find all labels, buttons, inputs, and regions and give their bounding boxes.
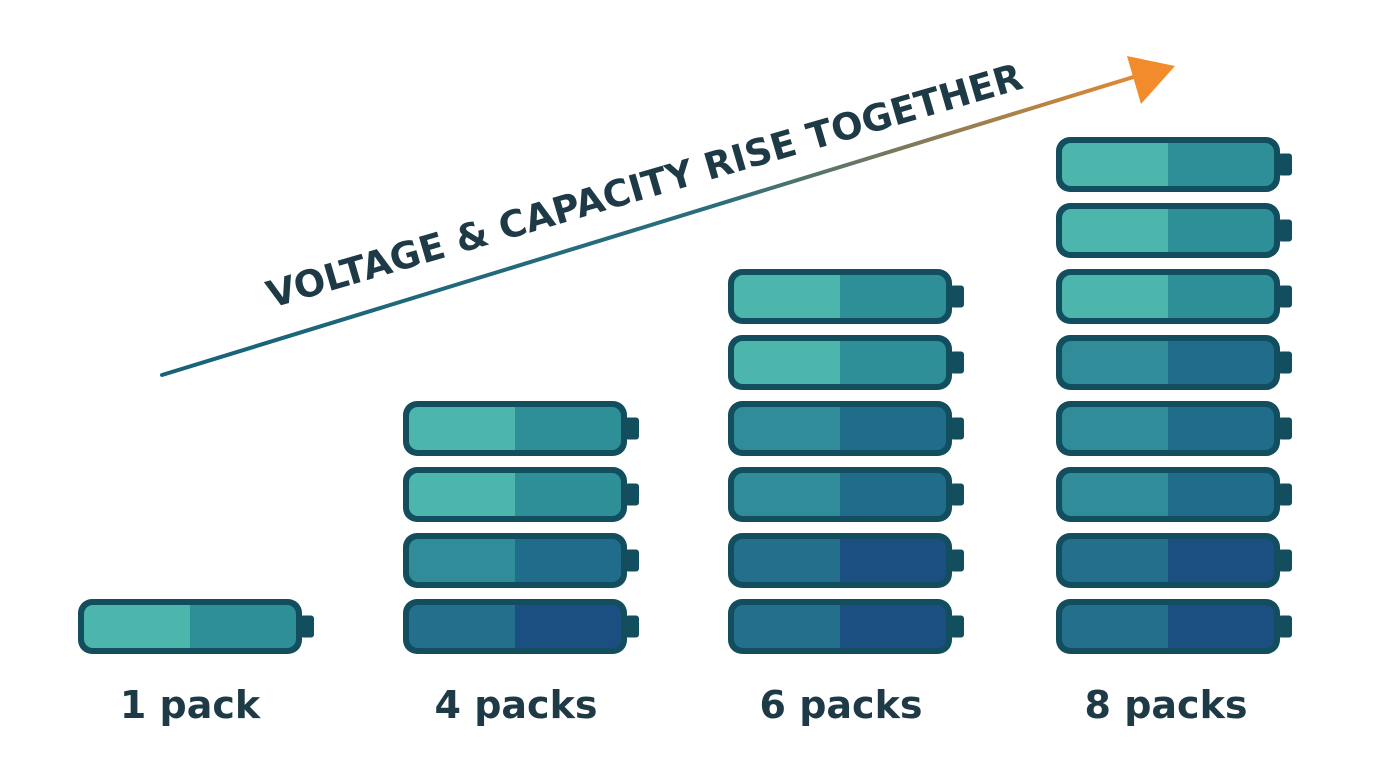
battery-cell-left bbox=[734, 605, 840, 648]
battery-stacks: 1 pack 4 packs 6 packs 8 packs bbox=[78, 137, 1292, 727]
battery-cell-left bbox=[409, 605, 515, 648]
battery-terminal-icon bbox=[950, 417, 964, 440]
battery-cell-right bbox=[1168, 539, 1274, 582]
battery-terminal-icon bbox=[1278, 219, 1292, 242]
battery-pack bbox=[728, 335, 964, 390]
battery-cell-left bbox=[1062, 407, 1168, 450]
battery-cell-left bbox=[84, 605, 190, 648]
battery-cell-left bbox=[409, 407, 515, 450]
battery-pack bbox=[78, 599, 314, 654]
battery-cell-left bbox=[1062, 539, 1168, 582]
battery-cell-right bbox=[840, 539, 946, 582]
battery-pack bbox=[728, 599, 964, 654]
battery-cell-left bbox=[734, 275, 840, 318]
battery-cell-left bbox=[1062, 143, 1168, 186]
battery-cell-left bbox=[734, 473, 840, 516]
battery-terminal-icon bbox=[1278, 285, 1292, 308]
battery-cell-left bbox=[1062, 341, 1168, 384]
battery-terminal-icon bbox=[625, 615, 639, 638]
battery-terminal-icon bbox=[950, 285, 964, 308]
battery-cell-left bbox=[1062, 209, 1168, 252]
battery-cell-left bbox=[1062, 275, 1168, 318]
battery-cell-right bbox=[1168, 473, 1274, 516]
battery-terminal-icon bbox=[300, 615, 314, 638]
battery-pack bbox=[1056, 335, 1292, 390]
battery-pack bbox=[728, 467, 964, 522]
arrow-shaft bbox=[160, 73, 1142, 377]
battery-pack bbox=[728, 401, 964, 456]
battery-cell-left bbox=[409, 473, 515, 516]
battery-cell-right bbox=[1168, 341, 1274, 384]
battery-terminal-icon bbox=[1278, 351, 1292, 374]
battery-cell-right bbox=[1168, 209, 1274, 252]
battery-cell-right bbox=[1168, 407, 1274, 450]
battery-terminal-icon bbox=[625, 417, 639, 440]
battery-terminal-icon bbox=[1278, 417, 1292, 440]
battery-cell-right bbox=[515, 407, 621, 450]
battery-pack bbox=[728, 269, 964, 324]
battery-cell-right bbox=[190, 605, 296, 648]
battery-cell-right bbox=[515, 605, 621, 648]
battery-cell-right bbox=[840, 275, 946, 318]
battery-cell-left bbox=[734, 341, 840, 384]
battery-terminal-icon bbox=[950, 615, 964, 638]
battery-pack bbox=[403, 533, 639, 588]
battery-cell-right bbox=[1168, 605, 1274, 648]
battery-cell-right bbox=[840, 605, 946, 648]
battery-cell-right bbox=[1168, 275, 1274, 318]
battery-cell-right bbox=[515, 539, 621, 582]
battery-pack bbox=[403, 467, 639, 522]
battery-terminal-icon bbox=[950, 351, 964, 374]
battery-terminal-icon bbox=[625, 483, 639, 506]
battery-pack bbox=[1056, 467, 1292, 522]
battery-pack bbox=[1056, 203, 1292, 258]
battery-pack bbox=[1056, 401, 1292, 456]
stack-label: 6 packs bbox=[760, 683, 923, 727]
battery-pack bbox=[403, 401, 639, 456]
battery-cell-left bbox=[409, 539, 515, 582]
battery-cell-right bbox=[840, 341, 946, 384]
stack-label: 4 packs bbox=[435, 683, 598, 727]
battery-terminal-icon bbox=[625, 549, 639, 572]
battery-pack bbox=[1056, 533, 1292, 588]
battery-terminal-icon bbox=[1278, 153, 1292, 176]
rising-arrow bbox=[160, 56, 1175, 377]
stack-label: 1 pack bbox=[120, 683, 261, 727]
battery-pack bbox=[1056, 599, 1292, 654]
battery-cell-right bbox=[840, 473, 946, 516]
battery-pack bbox=[1056, 269, 1292, 324]
battery-terminal-icon bbox=[1278, 615, 1292, 638]
battery-terminal-icon bbox=[950, 549, 964, 572]
battery-cell-left bbox=[1062, 605, 1168, 648]
battery-cell-right bbox=[515, 473, 621, 516]
battery-terminal-icon bbox=[1278, 483, 1292, 506]
battery-stack bbox=[728, 269, 964, 654]
battery-pack bbox=[1056, 137, 1292, 192]
battery-stack bbox=[78, 599, 314, 654]
battery-pack bbox=[728, 533, 964, 588]
stack-label: 8 packs bbox=[1085, 683, 1248, 727]
battery-cell-left bbox=[1062, 473, 1168, 516]
battery-cell-left bbox=[734, 539, 840, 582]
battery-pack bbox=[403, 599, 639, 654]
battery-cell-left bbox=[734, 407, 840, 450]
battery-cell-right bbox=[840, 407, 946, 450]
battery-stack bbox=[403, 401, 639, 654]
arrow-head-icon bbox=[1127, 56, 1175, 104]
battery-cell-right bbox=[1168, 143, 1274, 186]
battery-stack bbox=[1056, 137, 1292, 654]
battery-terminal-icon bbox=[1278, 549, 1292, 572]
battery-terminal-icon bbox=[950, 483, 964, 506]
